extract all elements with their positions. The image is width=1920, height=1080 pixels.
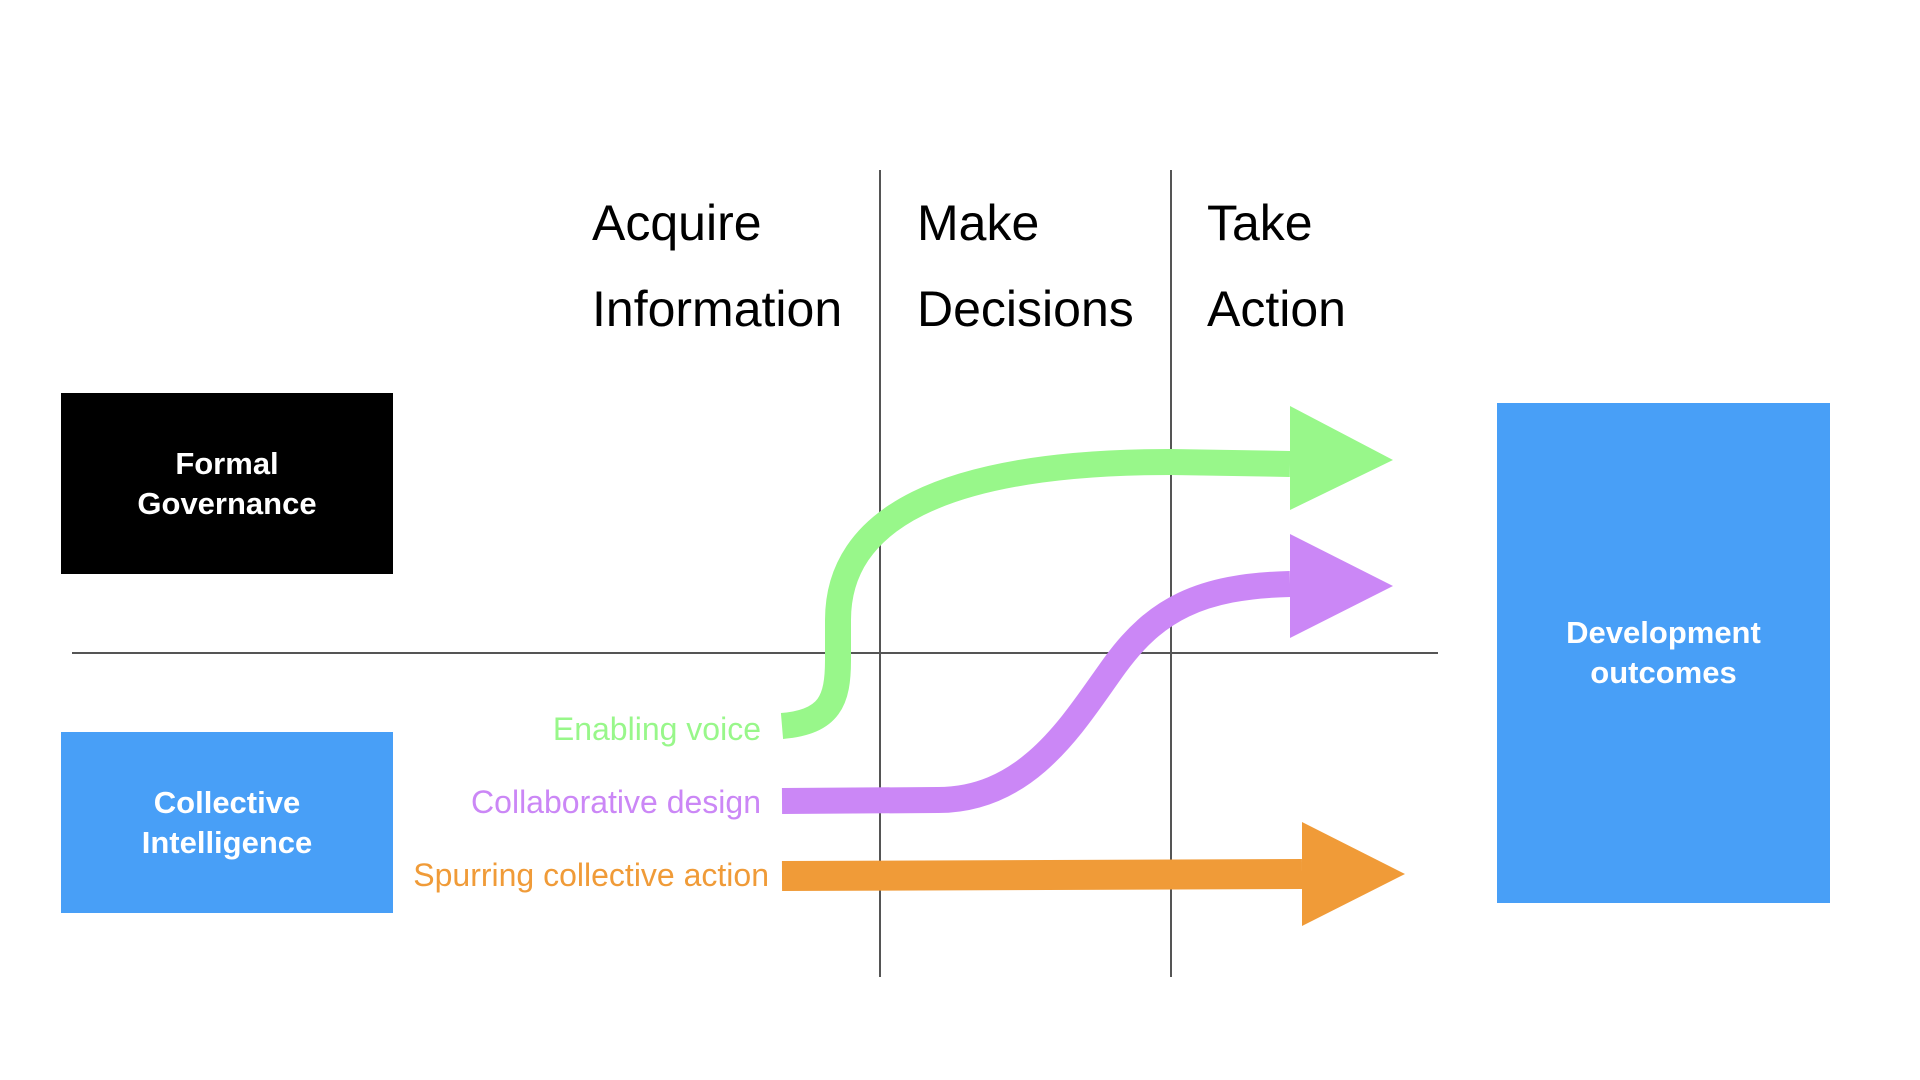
stage-header-line: Action [1207, 281, 1346, 337]
stage-header-line: Information [592, 281, 843, 337]
collaborative-design-label: Collaborative design [471, 784, 761, 820]
collective-action-arrow [781, 822, 1405, 926]
collaborative-design-arrow [781, 534, 1393, 814]
box-label-line: outcomes [1590, 655, 1737, 690]
box-label-line: Governance [137, 485, 317, 521]
collective-action-label: Spurring collective action [413, 857, 769, 893]
enabling-voice-arrow-head [1290, 406, 1393, 510]
stage-header-acquire-information: Acquire Information [592, 180, 842, 352]
formal-governance-box: Formal Governance [61, 393, 393, 574]
box-label-line: Intelligence [141, 824, 313, 860]
box-label-line: Formal [175, 445, 279, 481]
stage-header-make-decisions: Make Decisions [917, 180, 1134, 352]
collaborative-design-arrow-body [781, 571, 1291, 814]
stage-header-line: Acquire [592, 195, 762, 251]
box-label-line: Development [1566, 615, 1761, 650]
collective-action-arrow-body [781, 859, 1303, 891]
stage-header-line: Decisions [917, 281, 1134, 337]
stage-header-line: Make [917, 195, 1040, 251]
enabling-voice-arrow [780, 406, 1393, 739]
box-label-line: Collective [153, 784, 301, 820]
stage-header-line: Take [1207, 195, 1313, 251]
collective-action-arrow-head [1302, 822, 1405, 926]
collective-intelligence-box: Collective Intelligence [61, 732, 393, 913]
enabling-voice-arrow-body [780, 448, 1291, 739]
collaborative-design-arrow-head [1290, 534, 1393, 638]
development-outcomes-box: Development outcomes [1497, 403, 1830, 903]
enabling-voice-label: Enabling voice [552, 711, 761, 747]
stage-header-take-action: Take Action [1207, 180, 1346, 352]
